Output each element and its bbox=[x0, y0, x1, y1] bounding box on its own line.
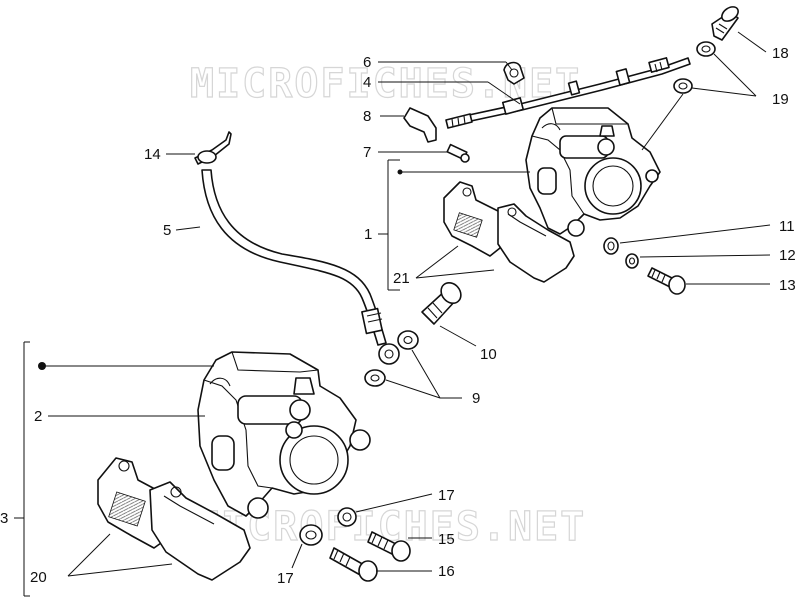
callout-dot-lower bbox=[38, 362, 46, 370]
brake-hose bbox=[201, 169, 400, 365]
callout-labels: 6 4 8 7 14 5 1 21 18 19 11 12 13 10 9 2 … bbox=[0, 45, 796, 587]
callout-18: 18 bbox=[772, 45, 789, 62]
sealing-washer-lower-b bbox=[364, 369, 386, 387]
washer-17-lower bbox=[299, 524, 323, 546]
bleed-screw bbox=[446, 143, 470, 163]
upper-brake-caliper bbox=[525, 107, 661, 237]
lower-brake-pads bbox=[97, 457, 251, 581]
callout-20: 20 bbox=[30, 569, 47, 586]
washer-17-upper bbox=[337, 507, 357, 527]
leader-lines bbox=[14, 31, 771, 597]
callout-16: 16 bbox=[438, 563, 455, 580]
callout-12: 12 bbox=[779, 247, 796, 264]
callout-7: 7 bbox=[363, 144, 371, 161]
callout-17-lower: 17 bbox=[277, 570, 294, 587]
watermark-top: MICROFICHES.NET bbox=[190, 61, 581, 107]
banjo-bolt-upper bbox=[711, 6, 739, 41]
callout-9: 9 bbox=[472, 390, 480, 407]
callout-17-upper: 17 bbox=[438, 487, 455, 504]
callout-19: 19 bbox=[772, 91, 789, 108]
hose-clip bbox=[194, 131, 232, 165]
callout-14: 14 bbox=[144, 146, 161, 163]
sealing-washer-upper-b bbox=[673, 78, 693, 94]
banjo-bolt-lower bbox=[421, 281, 462, 325]
callout-8: 8 bbox=[363, 108, 371, 125]
callout-6: 6 bbox=[363, 54, 371, 71]
callout-13: 13 bbox=[779, 277, 796, 294]
callout-5: 5 bbox=[163, 222, 171, 239]
line-clamp bbox=[503, 61, 525, 85]
callout-1: 1 bbox=[364, 226, 372, 243]
callout-2: 2 bbox=[34, 408, 42, 425]
upper-brake-pads bbox=[443, 181, 575, 283]
line-bracket bbox=[403, 107, 437, 143]
lower-brake-caliper bbox=[197, 351, 371, 519]
callout-15: 15 bbox=[438, 531, 455, 548]
callout-3: 3 bbox=[0, 510, 8, 527]
washer-11 bbox=[603, 237, 619, 255]
bolt-16 bbox=[329, 547, 378, 582]
callout-11: 11 bbox=[779, 218, 795, 235]
callout-21: 21 bbox=[393, 270, 410, 287]
brake-line bbox=[445, 57, 691, 129]
sealing-washer-upper-a bbox=[696, 41, 716, 57]
bolt-15 bbox=[367, 531, 411, 562]
bolt-13 bbox=[647, 267, 686, 295]
callout-4: 4 bbox=[363, 74, 371, 91]
washer-12 bbox=[625, 253, 639, 269]
callout-dot-upper bbox=[397, 169, 403, 175]
sealing-washer-lower-a bbox=[397, 330, 419, 350]
callout-10: 10 bbox=[480, 346, 497, 363]
